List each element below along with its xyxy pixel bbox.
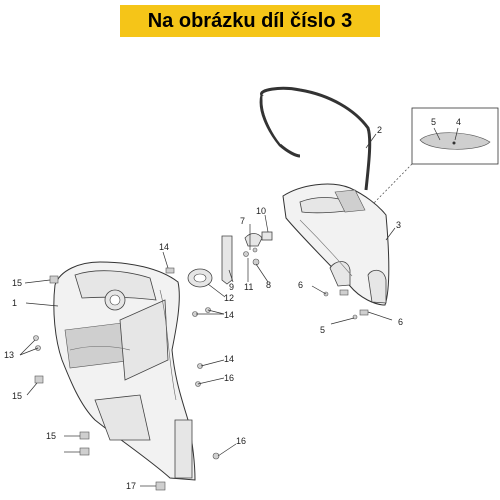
- title-banner: Na obrázku díl číslo 3: [120, 5, 380, 37]
- callout-5-top: 5: [431, 117, 436, 127]
- callout-17: 17: [126, 481, 136, 491]
- callout-6-left: 6: [298, 280, 303, 290]
- callout-14-low: 14: [224, 354, 234, 364]
- callout-15-mid: 15: [12, 391, 22, 401]
- callout-16-upper: 16: [224, 373, 234, 383]
- callout-7: 7: [240, 216, 245, 226]
- callout-labels: 2 4 5 3 10 7 14 9 11 8 12 14 14 16 16 6 …: [4, 117, 461, 491]
- leader-lines: [19, 133, 396, 487]
- callout-8: 8: [266, 280, 271, 290]
- part-3-inner-cover: [282, 183, 390, 306]
- callout-9: 9: [229, 282, 234, 292]
- callout-14-mid: 14: [224, 310, 234, 320]
- callout-15-top: 15: [12, 278, 22, 288]
- callout-12: 12: [224, 293, 234, 303]
- title-text: Na obrázku díl číslo 3: [147, 9, 353, 32]
- callout-16-lower: 16: [236, 436, 246, 446]
- callout-3: 3: [396, 220, 401, 230]
- part-4-detail-box: [411, 107, 499, 165]
- callout-4: 4: [456, 117, 461, 127]
- callout-11: 11: [244, 282, 253, 292]
- callout-15-bottom: 15: [46, 431, 56, 441]
- part-1-leg-shield: [53, 261, 196, 481]
- callout-14-top: 14: [159, 242, 169, 252]
- part-12-knob: [187, 268, 213, 288]
- callout-10: 10: [256, 206, 266, 216]
- callout-5-bottom: 5: [320, 325, 325, 335]
- callout-13: 13: [4, 350, 14, 360]
- part-2-seal-strip: [260, 86, 372, 191]
- callout-6-right: 6: [398, 317, 403, 327]
- callout-2: 2: [377, 125, 382, 135]
- callout-1: 1: [12, 298, 17, 308]
